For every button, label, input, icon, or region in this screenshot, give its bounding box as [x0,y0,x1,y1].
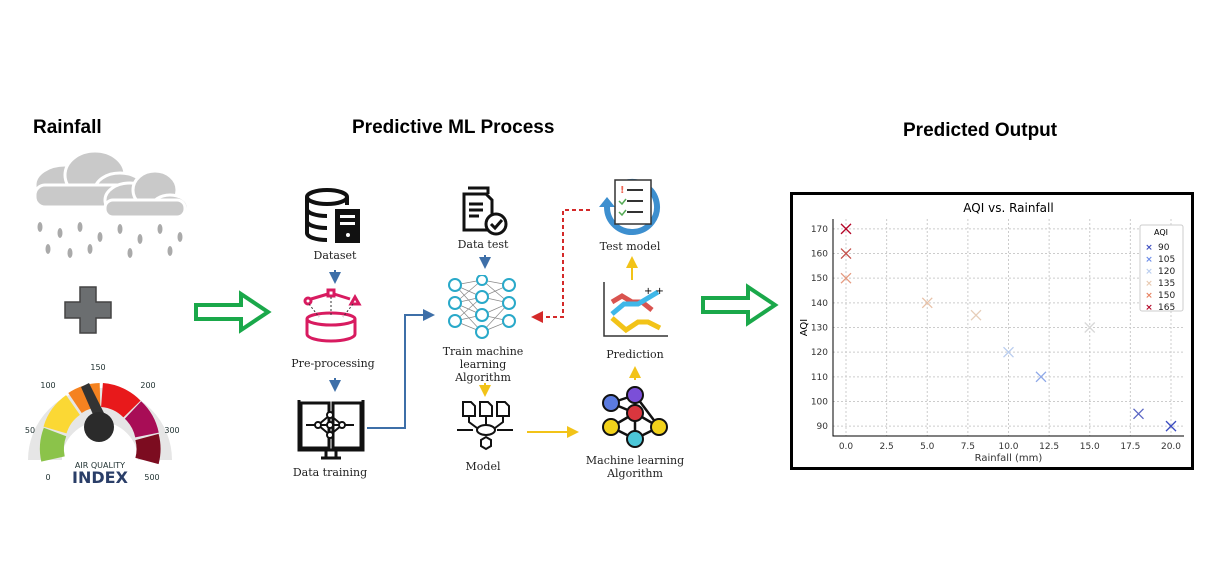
data-training-label: Data training [292,466,368,479]
legend-label: 90 [1158,243,1170,253]
train-algorithm-line: Train machine [442,345,524,358]
prediction-label: Prediction [606,348,664,361]
database-server-icon [305,188,360,243]
y-tick-label: 150 [811,274,828,284]
gauge-tick: 100 [40,381,55,390]
y-tick-label: 120 [811,348,828,358]
y-tick-label: 130 [811,324,828,334]
y-tick-label: 90 [817,422,829,432]
rain-cloud-icon [33,149,190,258]
legend-marker: × [1145,303,1153,313]
x-tick-label: 5.0 [920,442,935,452]
data-point [1084,322,1096,333]
gauge-tick: 500 [144,473,159,482]
y-tick-label: 170 [811,225,828,235]
preprocessing-label: Pre-processing [291,357,375,370]
ml-algorithm-line: Algorithm [607,467,663,480]
right-arrow-icon [701,283,779,327]
process-heading: Predictive ML Process [352,117,555,138]
y-tick-label: 160 [811,250,828,260]
x-tick-label: 17.5 [1120,442,1140,452]
gauge-caption-main: INDEX [72,468,129,487]
x-tick-label: 2.5 [879,442,893,452]
y-tick-label: 100 [811,397,828,407]
data-point [970,309,982,321]
y-axis-label: AQI [799,319,810,337]
gauge-tick: 200 [140,381,155,390]
y-tick-label: 140 [811,299,828,309]
data-point [1003,346,1014,358]
air-quality-gauge: 0 50 100 150 200 300 500 AIR QUALITY IND… [15,355,185,490]
preprocessing-icon [303,288,362,343]
data-point [1035,371,1047,383]
legend-box [1139,224,1184,312]
prediction-chart-icon: + + [603,282,668,337]
axes [832,219,1184,437]
x-tick-label: 12.5 [1039,442,1059,452]
x-tick-label: 7.5 [961,442,975,452]
legend-marker: × [1145,279,1153,289]
dataset-label: Dataset [313,249,357,262]
test-model-icon: ! [599,179,660,235]
train-algorithm-line: Algorithm [455,371,511,384]
x-tick-label: 0.0 [839,442,854,452]
train-algorithm-label: Train machine learning Algorithm [418,345,548,384]
output-heading: Predicted Output [903,120,1058,141]
legend-marker: × [1145,267,1153,277]
data-point [840,272,852,284]
legend-label: 120 [1158,267,1175,277]
legend-marker: × [1145,243,1153,253]
legend-title: AQI [1154,228,1168,237]
rainfall-heading: Rainfall [33,117,102,138]
svg-text:!: ! [620,185,625,196]
model-icon [457,401,513,451]
gauge-tick: 150 [90,363,105,372]
x-tick-label: 20.0 [1161,442,1181,452]
data-point [1165,420,1177,432]
legend-label: 105 [1158,255,1175,265]
legend-label: 135 [1158,279,1175,289]
data-test-icon [462,186,508,236]
x-tick-label: 10.0 [998,442,1018,452]
gauge-caption-top: AIR QUALITY [75,461,125,470]
model-label: Model [465,460,501,473]
x-axis-label: Rainfall (mm) [975,453,1043,464]
right-arrow-icon [194,290,272,334]
ml-algorithm-graph-icon [602,386,668,448]
data-test-label: Data test [457,238,509,251]
x-tick-label: 15.0 [1080,442,1100,452]
gauge-tick: 50 [25,426,35,435]
aqi-rainfall-chart: 0.0 2.5 5.0 7.5 10.0 12.5 15.0 17.5 20.0 90 100 110… [790,192,1194,470]
svg-text:+ +: + + [644,286,664,297]
legend-label: 165 [1158,303,1175,313]
test-model-label: Test model [599,240,661,253]
chart-title: AQI vs. Rainfall [963,201,1053,215]
plus-icon [64,286,112,334]
data-point [921,297,933,309]
ml-algorithm-line: Machine learning [585,454,685,467]
neural-network-icon [448,275,516,339]
data-training-icon [297,400,365,460]
data-point [1133,408,1144,420]
process-flow-arrows [329,209,641,438]
ml-algorithm-label: Machine learning Algorithm [570,454,700,480]
gauge-tick: 0 [45,473,50,482]
train-algorithm-line: learning [459,358,507,371]
data-point [840,248,852,259]
legend-label: 150 [1158,291,1175,301]
y-tick-label: 110 [811,373,828,383]
legend-marker: × [1145,255,1153,265]
gauge-tick: 300 [164,426,179,435]
data-point [840,223,852,235]
legend-marker: × [1145,291,1153,301]
